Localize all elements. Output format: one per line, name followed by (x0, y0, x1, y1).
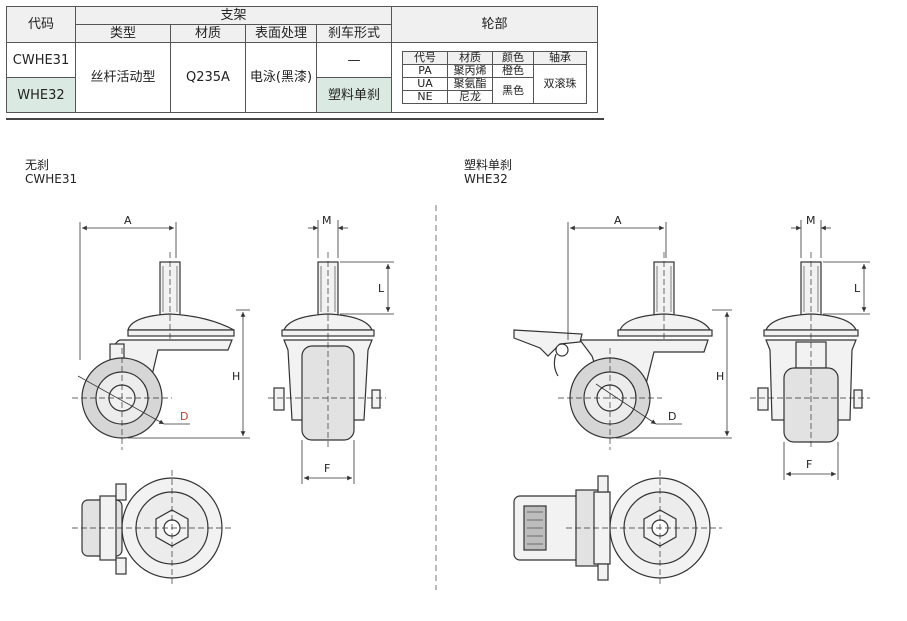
left-caption-code: CWHE31 (25, 172, 78, 186)
wheel-header-color: 颜色 (492, 51, 534, 65)
spec-table: 代码 支架 轮部 类型 材质 表面处理 刹车形式 CWHE31 丝杆活动型 Q2… (6, 6, 598, 113)
right-front-view (757, 261, 863, 443)
axle-nut (273, 387, 285, 411)
axle-nut (597, 563, 609, 581)
mounting-plate (127, 313, 235, 331)
axle-end (371, 389, 381, 409)
header-bracket: 支架 (75, 6, 392, 25)
axle-nut (115, 557, 127, 575)
row-code-2: WHE32 (6, 77, 76, 113)
brake-pedal (513, 329, 583, 357)
left-caption: 无刹 CWHE31 (25, 158, 77, 186)
left-dimensions (77, 222, 250, 439)
wheel-header-material: 材质 (447, 51, 493, 65)
mounting-plate (765, 313, 857, 331)
wheel-header-bearing: 轴承 (533, 51, 587, 65)
axle-nut (757, 387, 769, 411)
header-code: 代码 (6, 6, 76, 43)
mounting-plate (619, 313, 712, 331)
right-caption-code: WHE32 (464, 172, 508, 186)
left-caption-title: 无刹 (25, 158, 50, 172)
wheel-row-code: NE (402, 90, 448, 104)
wheel-subtable: 代号 材质 颜色 轴承 PA 聚丙烯 橙色 双滚珠 UA 聚氨酯 黑色 (402, 51, 587, 104)
brake-pivot (555, 343, 569, 357)
wheel-cell: 代号 材质 颜色 轴承 PA 聚丙烯 橙色 双滚珠 UA 聚氨酯 黑色 (391, 42, 598, 113)
dim-a-label: A (124, 214, 132, 227)
left-front-view (273, 261, 381, 441)
dim-l-label: L (854, 282, 861, 295)
type-value: 丝杆活动型 (75, 42, 171, 113)
dim-m-label: M (322, 214, 332, 227)
header-type: 类型 (75, 24, 171, 43)
left-front-dimensions (301, 220, 394, 484)
axle-nut (115, 483, 127, 501)
brake-value-2: 塑料单刹 (316, 77, 392, 113)
right-side-view (513, 261, 713, 439)
wheel-bearing-value: 双滚珠 (533, 64, 587, 104)
material-value: Q235A (170, 42, 246, 113)
table-bottom-rule (6, 118, 604, 120)
header-surface: 表面处理 (245, 24, 317, 43)
dim-h-label: H (716, 370, 724, 383)
dim-d-line (77, 375, 165, 425)
right-caption: 塑料单刹 WHE32 (464, 158, 512, 186)
dim-h-label: H (232, 370, 240, 383)
wheel-row-material: 聚丙烯 (447, 64, 493, 78)
wheel-row-color: 黑色 (492, 77, 534, 104)
header-wheel: 轮部 (391, 6, 598, 43)
dim-d-label: D (668, 410, 676, 423)
wheel-row-code: UA (402, 77, 448, 91)
left-side-view (81, 261, 235, 439)
dim-d-line (595, 383, 657, 425)
dim-m-label: M (806, 214, 816, 227)
dim-a-label: A (614, 214, 622, 227)
right-caption-title: 塑料单刹 (464, 158, 513, 172)
axle-nut (597, 475, 609, 493)
brake-spring (553, 353, 559, 377)
wheel-row-material: 尼龙 (447, 90, 493, 104)
header-material: 材质 (170, 24, 246, 43)
mounting-plate (283, 313, 373, 331)
axle-end (853, 389, 863, 409)
dim-f-label: F (806, 458, 812, 471)
right-dimensions (567, 222, 732, 439)
right-front-dimensions (783, 220, 870, 480)
wheel-row-code: PA (402, 64, 448, 78)
dim-l-label: L (378, 282, 385, 295)
dim-d-label: D (180, 410, 188, 423)
dim-f-label: F (324, 462, 330, 475)
